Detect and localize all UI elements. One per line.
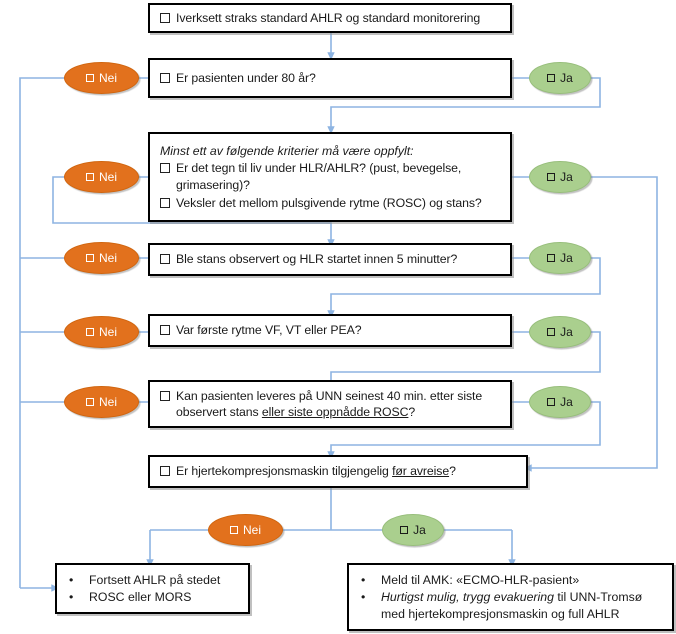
checkbox-icon — [160, 325, 170, 336]
branch-q6-yes[interactable]: Ja — [382, 514, 444, 546]
q6-text-c: ? — [449, 464, 456, 479]
outcome-right-text-2-rest: til UNN-Tromsø — [553, 590, 643, 605]
node-q2-criteria[interactable]: Minst ett av følgende kriterier må være … — [148, 132, 512, 222]
branch-label: Nei — [98, 71, 117, 85]
checkbox-icon — [85, 74, 94, 82]
q5-text-line2a: observert stans — [176, 405, 262, 419]
checkbox-icon — [547, 398, 556, 406]
outcome-left-bullet-2: • ROSC eller MORS — [63, 589, 242, 606]
node-q6-compression-device[interactable]: Er hjertekompresjonsmaskin tilgjengelig … — [148, 455, 528, 488]
branch-label: Nei — [98, 395, 117, 409]
checkbox-icon — [547, 74, 556, 82]
branch-q6-no[interactable]: Nei — [208, 514, 283, 546]
branch-label: Nei — [98, 325, 117, 339]
branch-label: Ja — [560, 71, 573, 85]
branch-label: Nei — [98, 170, 117, 184]
checkbox-icon — [85, 173, 94, 181]
outcome-right-text-2-line2: med hjertekompresjonsmaskin og full AHLR — [381, 606, 620, 621]
q5-text-line1: Kan pasienten leveres på UNN seinest 40 … — [176, 388, 483, 403]
q2-item2-text: Veksler det mellom pulsgivende rytme (RO… — [176, 195, 482, 210]
q1-text: Er pasienten under 80 år? — [176, 70, 316, 85]
node-start[interactable]: Iverksett straks standard AHLR og standa… — [148, 3, 512, 33]
outcome-left-bullet-1: • Fortsett AHLR på stedet — [63, 572, 242, 589]
branch-label: Ja — [560, 325, 573, 339]
outcome-left-text-2: ROSC eller MORS — [89, 589, 192, 604]
bullet-icon: • — [69, 572, 74, 587]
q3-text: Ble stans observert og HLR startet innen… — [176, 252, 458, 267]
checkbox-icon — [547, 328, 556, 336]
branch-q3-yes[interactable]: Ja — [529, 242, 591, 274]
node-q4-rhythm[interactable]: Var første rytme VF, VT eller PEA? — [148, 314, 512, 347]
checkbox-icon — [160, 12, 170, 23]
branch-q4-no[interactable]: Nei — [64, 316, 139, 348]
outcome-right-bullet-2: • Hurtigst mulig, trygg evakuering til U… — [355, 589, 666, 622]
branch-label: Nei — [98, 251, 117, 265]
checkbox-icon — [160, 254, 170, 265]
node-q1-age[interactable]: Er pasienten under 80 år? — [148, 58, 512, 98]
start-text: Iverksett straks standard AHLR og standa… — [176, 10, 481, 25]
checkbox-icon — [85, 254, 94, 262]
branch-label: Nei — [242, 523, 261, 537]
outcome-right-text-1: Meld til AMK: «ECMO-HLR-pasient» — [381, 572, 580, 587]
q6-line: Er hjertekompresjonsmaskin tilgjengelig … — [160, 463, 516, 479]
bullet-icon: • — [361, 572, 366, 587]
checkbox-icon — [229, 526, 238, 534]
checkbox-icon — [160, 197, 170, 208]
branch-q3-no[interactable]: Nei — [64, 242, 139, 274]
branch-label: Ja — [560, 251, 573, 265]
q4-text: Var første rytme VF, VT eller PEA? — [176, 323, 362, 338]
q5-line: Kan pasienten leveres på UNN seinest 40 … — [160, 388, 500, 420]
branch-q2-yes[interactable]: Ja — [529, 161, 591, 193]
node-outcome-stay-on-scene[interactable]: • Fortsett AHLR på stedet • ROSC eller M… — [55, 563, 250, 614]
bullet-icon: • — [361, 590, 366, 605]
branch-label: Ja — [560, 170, 573, 184]
q1-line: Er pasienten under 80 år? — [160, 70, 500, 86]
branch-q1-yes[interactable]: Ja — [529, 62, 591, 94]
branch-q5-no[interactable]: Nei — [64, 386, 139, 418]
bullet-icon: • — [69, 589, 74, 604]
checkbox-icon — [85, 328, 94, 336]
checkbox-icon — [400, 526, 409, 534]
branch-q5-yes[interactable]: Ja — [529, 386, 591, 418]
checkbox-icon — [160, 466, 170, 477]
q2-header: Minst ett av følgende kriterier må være … — [160, 144, 414, 159]
outcome-left-text-1: Fortsett AHLR på stedet — [89, 572, 221, 587]
branch-label: Ja — [560, 395, 573, 409]
node-outcome-ecmo-transport[interactable]: • Meld til AMK: «ECMO-HLR-pasient» • Hur… — [347, 563, 674, 631]
q2-item-2: Veksler det mellom pulsgivende rytme (RO… — [160, 195, 500, 211]
branch-q4-yes[interactable]: Ja — [529, 316, 591, 348]
outcome-right-bullet-1: • Meld til AMK: «ECMO-HLR-pasient» — [355, 572, 666, 589]
q4-line: Var første rytme VF, VT eller PEA? — [160, 322, 500, 338]
branch-q1-no[interactable]: Nei — [64, 62, 139, 94]
q6-text-underlined: før avreise — [392, 464, 450, 479]
q6-text-a: Er hjertekompresjonsmaskin tilgjengelig — [176, 464, 393, 479]
start-line: Iverksett straks standard AHLR og standa… — [160, 10, 500, 26]
checkbox-icon — [160, 72, 170, 83]
checkbox-icon — [160, 163, 170, 174]
checkbox-icon — [547, 254, 556, 262]
branch-q2-no[interactable]: Nei — [64, 161, 139, 193]
q3-line: Ble stans observert og HLR startet innen… — [160, 251, 500, 267]
q5-text-line2c: ? — [408, 405, 416, 419]
node-q3-witnessed[interactable]: Ble stans observert og HLR startet innen… — [148, 243, 512, 276]
checkbox-icon — [85, 398, 94, 406]
q2-item1-line2: grimasering)? — [176, 177, 250, 192]
q2-item-1: Er det tegn til liv under HLR/AHLR? (pus… — [160, 160, 500, 192]
node-q5-transport[interactable]: Kan pasienten leveres på UNN seinest 40 … — [148, 380, 512, 428]
q2-item1-line1: Er det tegn til liv under HLR/AHLR? (pus… — [176, 161, 462, 176]
checkbox-icon — [547, 173, 556, 181]
checkbox-icon — [160, 390, 170, 401]
q5-text-underlined: eller siste oppnådde ROSC — [261, 405, 409, 419]
outcome-right-text-2-italic: Hurtigst mulig, trygg evakuering — [381, 590, 554, 605]
branch-label: Ja — [413, 523, 426, 537]
